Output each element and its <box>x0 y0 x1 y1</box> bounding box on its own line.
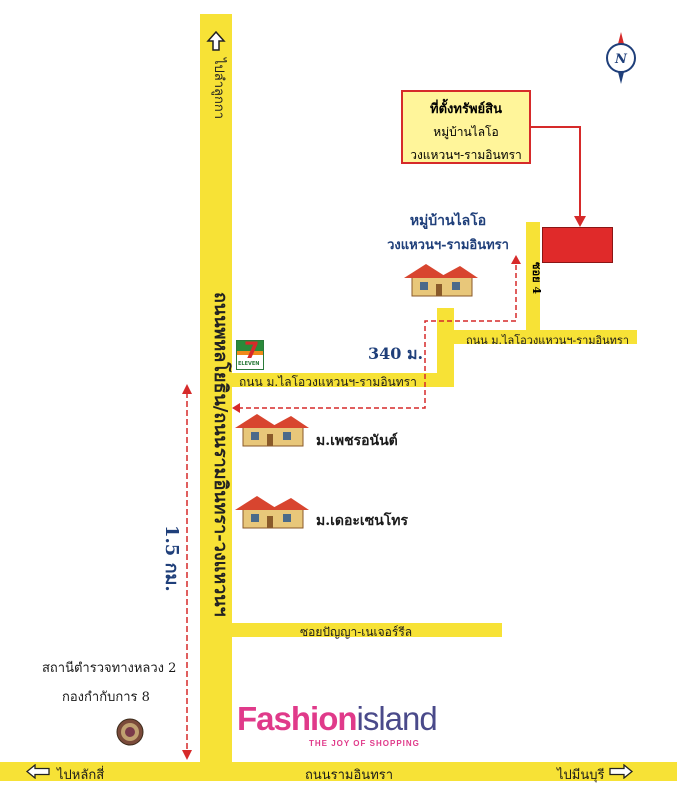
road-lio-upper-label: ถนน ม.ไลโอวงแหวนฯ-รามอินทรา <box>466 334 630 347</box>
seven-eleven-icon: 7 ELEVEN <box>236 340 264 370</box>
route-arrow-left <box>232 403 240 413</box>
house-icon <box>235 496 309 529</box>
fashion-island-logo: Fashionisland THE JOY OF SHOPPING <box>237 700 452 752</box>
north-direction-label: ไปลำลูกกา <box>211 58 226 120</box>
house-icon <box>235 414 309 447</box>
property-marker <box>542 227 613 263</box>
soi-4-road <box>526 222 540 344</box>
police-station-label-line2: กองกำกับการ 8 <box>62 690 150 705</box>
arrow-left-icon <box>25 764 50 779</box>
village-kosen-label: ม.เดอะเซนโทร <box>316 513 409 529</box>
seven-eleven-text: ELEVEN <box>238 361 260 367</box>
bottom-left-direction-label: ไปหลักสี่ <box>57 768 105 783</box>
property-box-location: วงแหวนฯ-รามอินทรา <box>410 148 522 162</box>
main-road-vertical <box>200 14 232 766</box>
distance-340m-label: 340 ม. <box>368 344 424 363</box>
property-box-village: หมู่บ้านไลโอ <box>433 125 499 139</box>
distance-15km-label: 1.5 กม. <box>161 525 182 592</box>
police-station-label-line1: สถานีตำรวจทางหลวง 2 <box>42 661 177 676</box>
north-compass-icon: N <box>606 32 636 84</box>
bottom-right-direction-label: ไปมีนบุรี <box>557 768 605 783</box>
route-arrow-up <box>511 255 521 264</box>
main-road-name: ถนนพหลโยธิน/ถนนรามอินทรา-วงแหวนฯ <box>210 292 231 617</box>
fashion-island-tagline: THE JOY OF SHOPPING <box>309 739 420 748</box>
arrow-right-icon <box>609 764 634 779</box>
fashion-island-logo-island: island <box>356 700 438 737</box>
village-petcharanan-label: ม.เพชรอนันต์ <box>316 433 398 449</box>
property-info-box: ที่ตั้งทรัพย์สิน หมู่บ้านไลโอ วงแหวนฯ-รา… <box>401 90 531 164</box>
route-dashed-line <box>238 262 517 409</box>
box-to-marker-arrowhead <box>574 216 586 227</box>
road-lio-lower-label: ถนน ม.ไลโอวงแหวนฯ-รามอินทรา <box>239 375 417 389</box>
police-seal-icon <box>116 718 144 746</box>
svg-text:N: N <box>614 52 628 67</box>
road-lio-vertical-connector <box>437 308 454 387</box>
soi-4-label: ซอย 4 <box>530 262 543 295</box>
road-lio-lower <box>232 373 454 387</box>
bottom-road-ramintra <box>0 762 677 781</box>
property-box-title: ที่ตั้งทรัพย์สิน <box>430 102 502 117</box>
box-to-marker-connector <box>531 126 581 220</box>
soi-panya-road <box>232 623 502 637</box>
house-icon <box>404 264 478 297</box>
village-lio-label-line1: หมู่บ้านไลโอ <box>409 213 487 229</box>
soi-panya-label: ซอยปัญญา-เนเจอร์รีล <box>300 625 413 639</box>
village-lio-label-line2: วงแหวนฯ-รามอินทรา <box>387 238 509 253</box>
fashion-island-logo-fashion: Fashion <box>237 700 358 737</box>
arrow-up-icon <box>206 30 226 51</box>
bottom-road-name: ถนนรามอินทรา <box>305 768 394 783</box>
